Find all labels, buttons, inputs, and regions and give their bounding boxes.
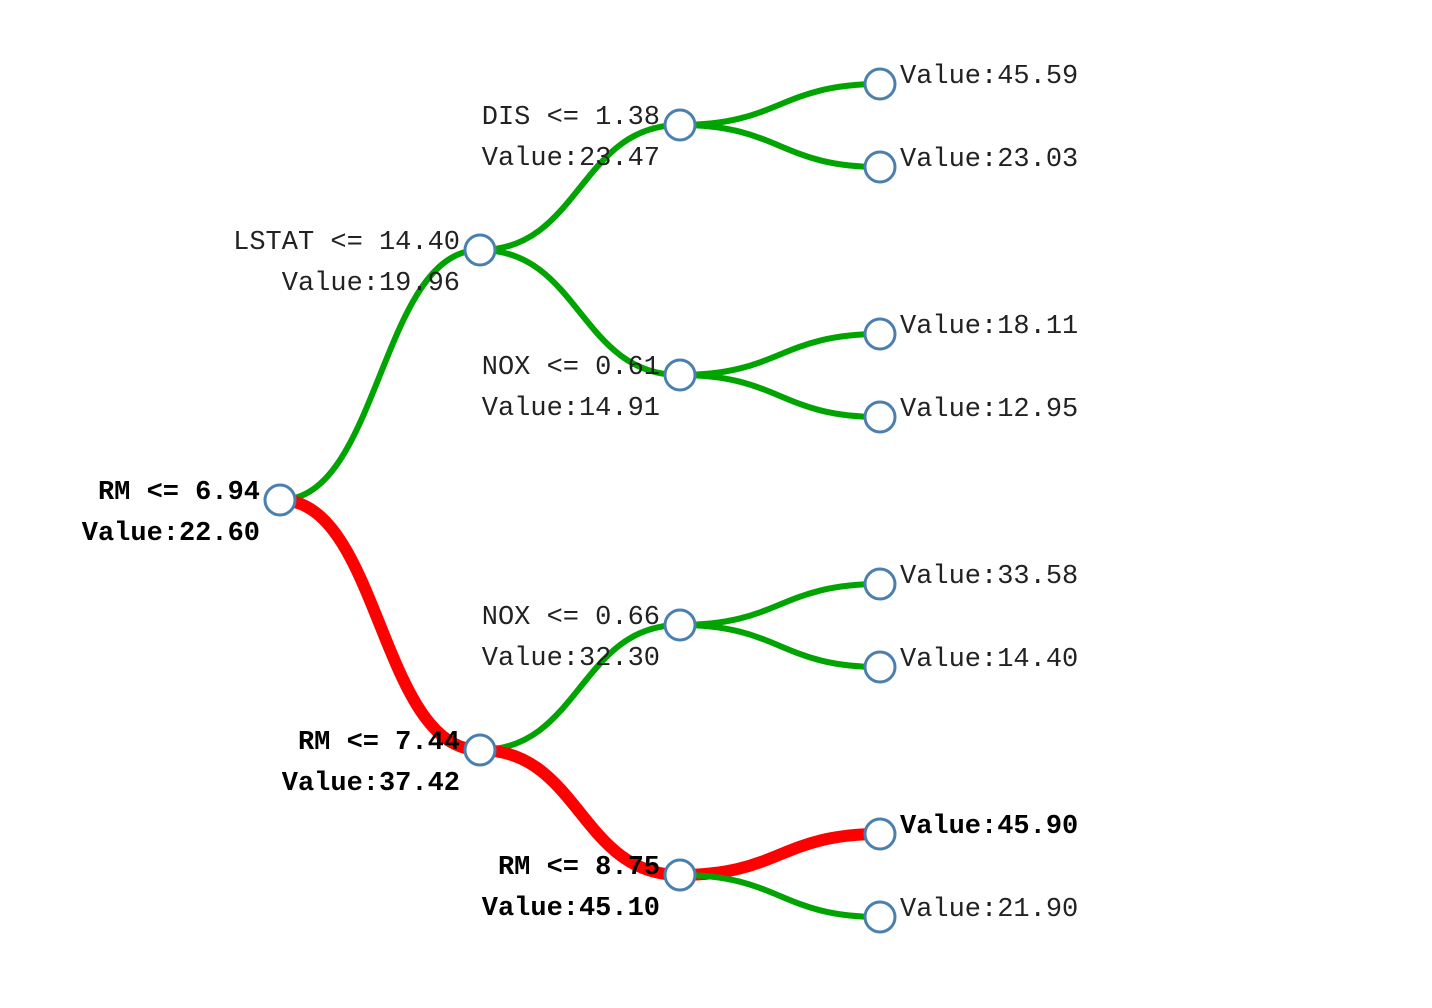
node-circle[interactable] (863, 817, 897, 851)
tree-link-leaf5 (679, 581, 881, 628)
node-circle[interactable] (463, 733, 497, 767)
tree-link-leaf8 (679, 872, 881, 920)
leaf-value-label: Value:14.40 (900, 645, 1078, 675)
node-split-label: RM <= 6.94 (98, 478, 260, 508)
node-circle[interactable] (663, 858, 697, 892)
leaf-value-label: Value:21.90 (900, 895, 1078, 925)
node-split-label: NOX <= 0.61 (482, 353, 660, 383)
tree-link-leaf3 (679, 331, 881, 378)
tree-links (279, 81, 881, 920)
leaf-value-label: Value:45.59 (900, 62, 1078, 92)
tree-node-leaf7[interactable]: Value:45.90 (863, 812, 1078, 851)
node-circle[interactable] (863, 150, 897, 184)
tree-link-leaf2 (679, 122, 881, 170)
tree-node-leaf1[interactable]: Value:45.59 (863, 62, 1078, 101)
node-circle[interactable] (663, 608, 697, 642)
node-circle[interactable] (863, 400, 897, 434)
leaf-value-label: Value:18.11 (900, 312, 1078, 342)
tree-link-nox1 (479, 247, 681, 378)
tree-link-dis (479, 122, 681, 253)
node-circle[interactable] (863, 900, 897, 934)
node-split-label: LSTAT <= 14.40 (233, 228, 460, 258)
tree-link-rm3 (479, 744, 681, 881)
leaf-value-label: Value:45.90 (900, 812, 1078, 842)
node-split-label: NOX <= 0.66 (482, 603, 660, 633)
tree-node-leaf6[interactable]: Value:14.40 (863, 645, 1078, 684)
node-circle[interactable] (663, 108, 697, 142)
node-split-label: RM <= 7.44 (298, 728, 460, 758)
node-circle[interactable] (863, 567, 897, 601)
tree-link-leaf6 (679, 622, 881, 670)
tree-link-lstat (279, 247, 481, 503)
tree-node-leaf8[interactable]: Value:21.90 (863, 895, 1078, 934)
node-value-label: Value:22.60 (82, 519, 260, 549)
tree-link-leaf1 (679, 81, 881, 128)
tree-node-leaf5[interactable]: Value:33.58 (863, 562, 1078, 601)
node-circle[interactable] (863, 67, 897, 101)
leaf-value-label: Value:12.95 (900, 395, 1078, 425)
node-split-label: DIS <= 1.38 (482, 103, 660, 133)
tree-node-leaf4[interactable]: Value:12.95 (863, 395, 1078, 434)
node-value-label: Value:37.42 (282, 769, 460, 799)
node-value-label: Value:14.91 (482, 394, 660, 424)
tree-link-rm2 (279, 494, 481, 756)
node-circle[interactable] (863, 650, 897, 684)
node-value-label: Value:45.10 (482, 894, 660, 924)
node-circle[interactable] (463, 233, 497, 267)
node-circle[interactable] (863, 317, 897, 351)
leaf-value-label: Value:33.58 (900, 562, 1078, 592)
leaf-value-label: Value:23.03 (900, 145, 1078, 175)
tree-node-leaf3[interactable]: Value:18.11 (863, 312, 1078, 351)
tree-link-leaf4 (679, 372, 881, 420)
node-circle[interactable] (263, 483, 297, 517)
node-value-label: Value:23.47 (482, 144, 660, 174)
tree-link-nox2 (479, 622, 681, 753)
node-circle[interactable] (663, 358, 697, 392)
tree-link-leaf7 (679, 828, 881, 881)
node-split-label: RM <= 8.75 (498, 853, 660, 883)
tree-node-leaf2[interactable]: Value:23.03 (863, 145, 1078, 184)
node-value-label: Value:32.30 (482, 644, 660, 674)
node-value-label: Value:19.96 (282, 269, 460, 299)
